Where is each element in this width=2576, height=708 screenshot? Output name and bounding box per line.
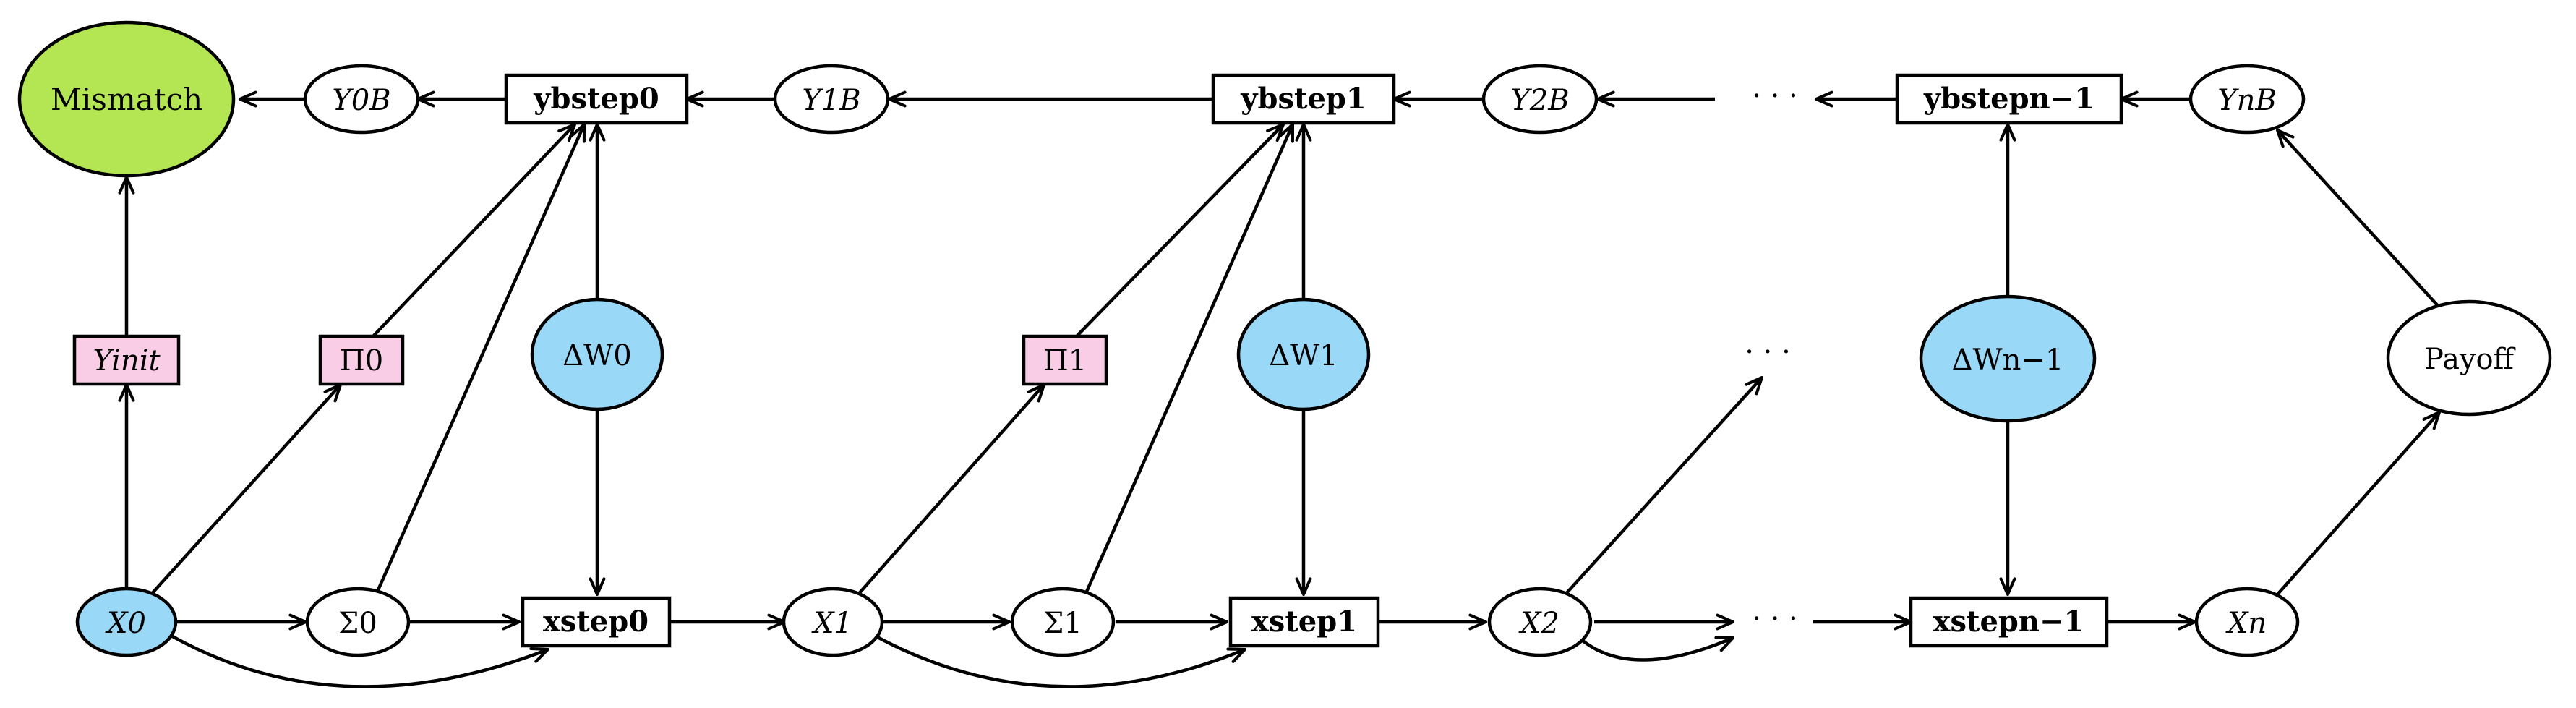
node-sigma0-label: Σ0	[338, 607, 377, 640]
node-dw1-label: ΔW1	[1269, 339, 1338, 372]
node-yinit: Yinit	[72, 334, 181, 386]
node-dw0-label: ΔW0	[562, 339, 631, 372]
node-x2: X2	[1487, 587, 1593, 657]
edge-x0-pi0	[149, 383, 343, 597]
node-y1b: Y1B	[773, 64, 890, 135]
edge-x1-pi1	[856, 383, 1046, 597]
node-y0b-label: Y0B	[332, 84, 390, 117]
node-ybstep0: ybstep0	[504, 73, 689, 125]
ellipsis-middle: · · ·	[1745, 336, 1791, 369]
edge-x0-xstep0-curve	[168, 634, 550, 688]
edge-x1-xstep1-curve	[872, 634, 1247, 688]
node-xstep0-label: xstep0	[543, 605, 649, 639]
ellipsis-bottom: · · ·	[1752, 602, 1798, 636]
node-y1b-label: Y1B	[802, 84, 860, 117]
node-dw0: ΔW0	[530, 297, 664, 411]
node-ybstep-nm1-label: ybstepn−1	[1923, 82, 2094, 116]
node-mismatch-label: Mismatch	[51, 82, 202, 117]
node-xn: Xn	[2194, 587, 2300, 657]
node-x2-label: X2	[1518, 607, 1559, 640]
node-xstep-nm1: xstepn−1	[1909, 596, 2109, 648]
node-ybstep-nm1: ybstepn−1	[1895, 73, 2123, 125]
node-ybstep0-label: ybstep0	[533, 82, 659, 116]
edge-x2-dots-curve	[1575, 634, 1735, 662]
node-ynb-label: YnB	[2217, 84, 2277, 117]
edge-xn-payoff	[2276, 410, 2442, 596]
node-y2b-label: Y2B	[1510, 84, 1569, 117]
node-ybstep1: ybstep1	[1211, 73, 1396, 125]
nodes: Mismatch Y0B ybstep0 Y1B ybstep1 Y2B · ·	[17, 20, 2552, 657]
node-xstep1-label: xstep1	[1251, 605, 1357, 639]
node-sigma1-label: Σ1	[1043, 607, 1082, 640]
node-xn-label: Xn	[2225, 607, 2267, 640]
node-xstep1: xstep1	[1228, 596, 1380, 648]
node-xstep0: xstep0	[521, 596, 672, 648]
node-mismatch: Mismatch	[17, 20, 236, 178]
node-ybstep1-label: ybstep1	[1240, 82, 1366, 116]
node-payoff: Payoff	[2386, 299, 2552, 417]
node-pi1-label: Π1	[1043, 344, 1087, 378]
node-y0b: Y0B	[303, 64, 420, 135]
node-sigma1: Σ1	[1010, 587, 1116, 657]
edge-x2-dots-mid	[1564, 375, 1764, 596]
ellipsis-top: · · ·	[1752, 80, 1798, 113]
node-pi1: Π1	[1022, 334, 1108, 386]
node-yinit-label: Yinit	[93, 344, 161, 378]
edge-payoff-ynb	[2275, 128, 2441, 309]
node-xstep-nm1-label: xstepn−1	[1933, 605, 2084, 639]
node-x0: X0	[75, 587, 178, 657]
node-ynb: YnB	[2188, 64, 2306, 135]
node-x1: X1	[782, 587, 884, 657]
node-dw-nm1: ΔWn−1	[1919, 294, 2097, 423]
edge-pi1-ybstep1	[1076, 122, 1285, 337]
edges	[118, 90, 2442, 688]
edge-sigma1-ybstep1	[1084, 122, 1295, 592]
node-dw1: ΔW1	[1236, 297, 1371, 411]
node-sigma0: Σ0	[305, 587, 411, 657]
node-y2b: Y2B	[1481, 64, 1599, 135]
edge-sigma0-ybstep0	[375, 122, 586, 592]
node-x0-label: X0	[105, 607, 146, 640]
edge-pi0-ybstep0	[372, 122, 577, 337]
node-dw-nm1-label: ΔWn−1	[1952, 344, 2064, 377]
node-pi0-label: Π0	[340, 344, 383, 378]
node-x1-label: X1	[811, 607, 852, 640]
node-payoff-label: Payoff	[2424, 343, 2516, 376]
node-pi0: Π0	[318, 334, 405, 386]
